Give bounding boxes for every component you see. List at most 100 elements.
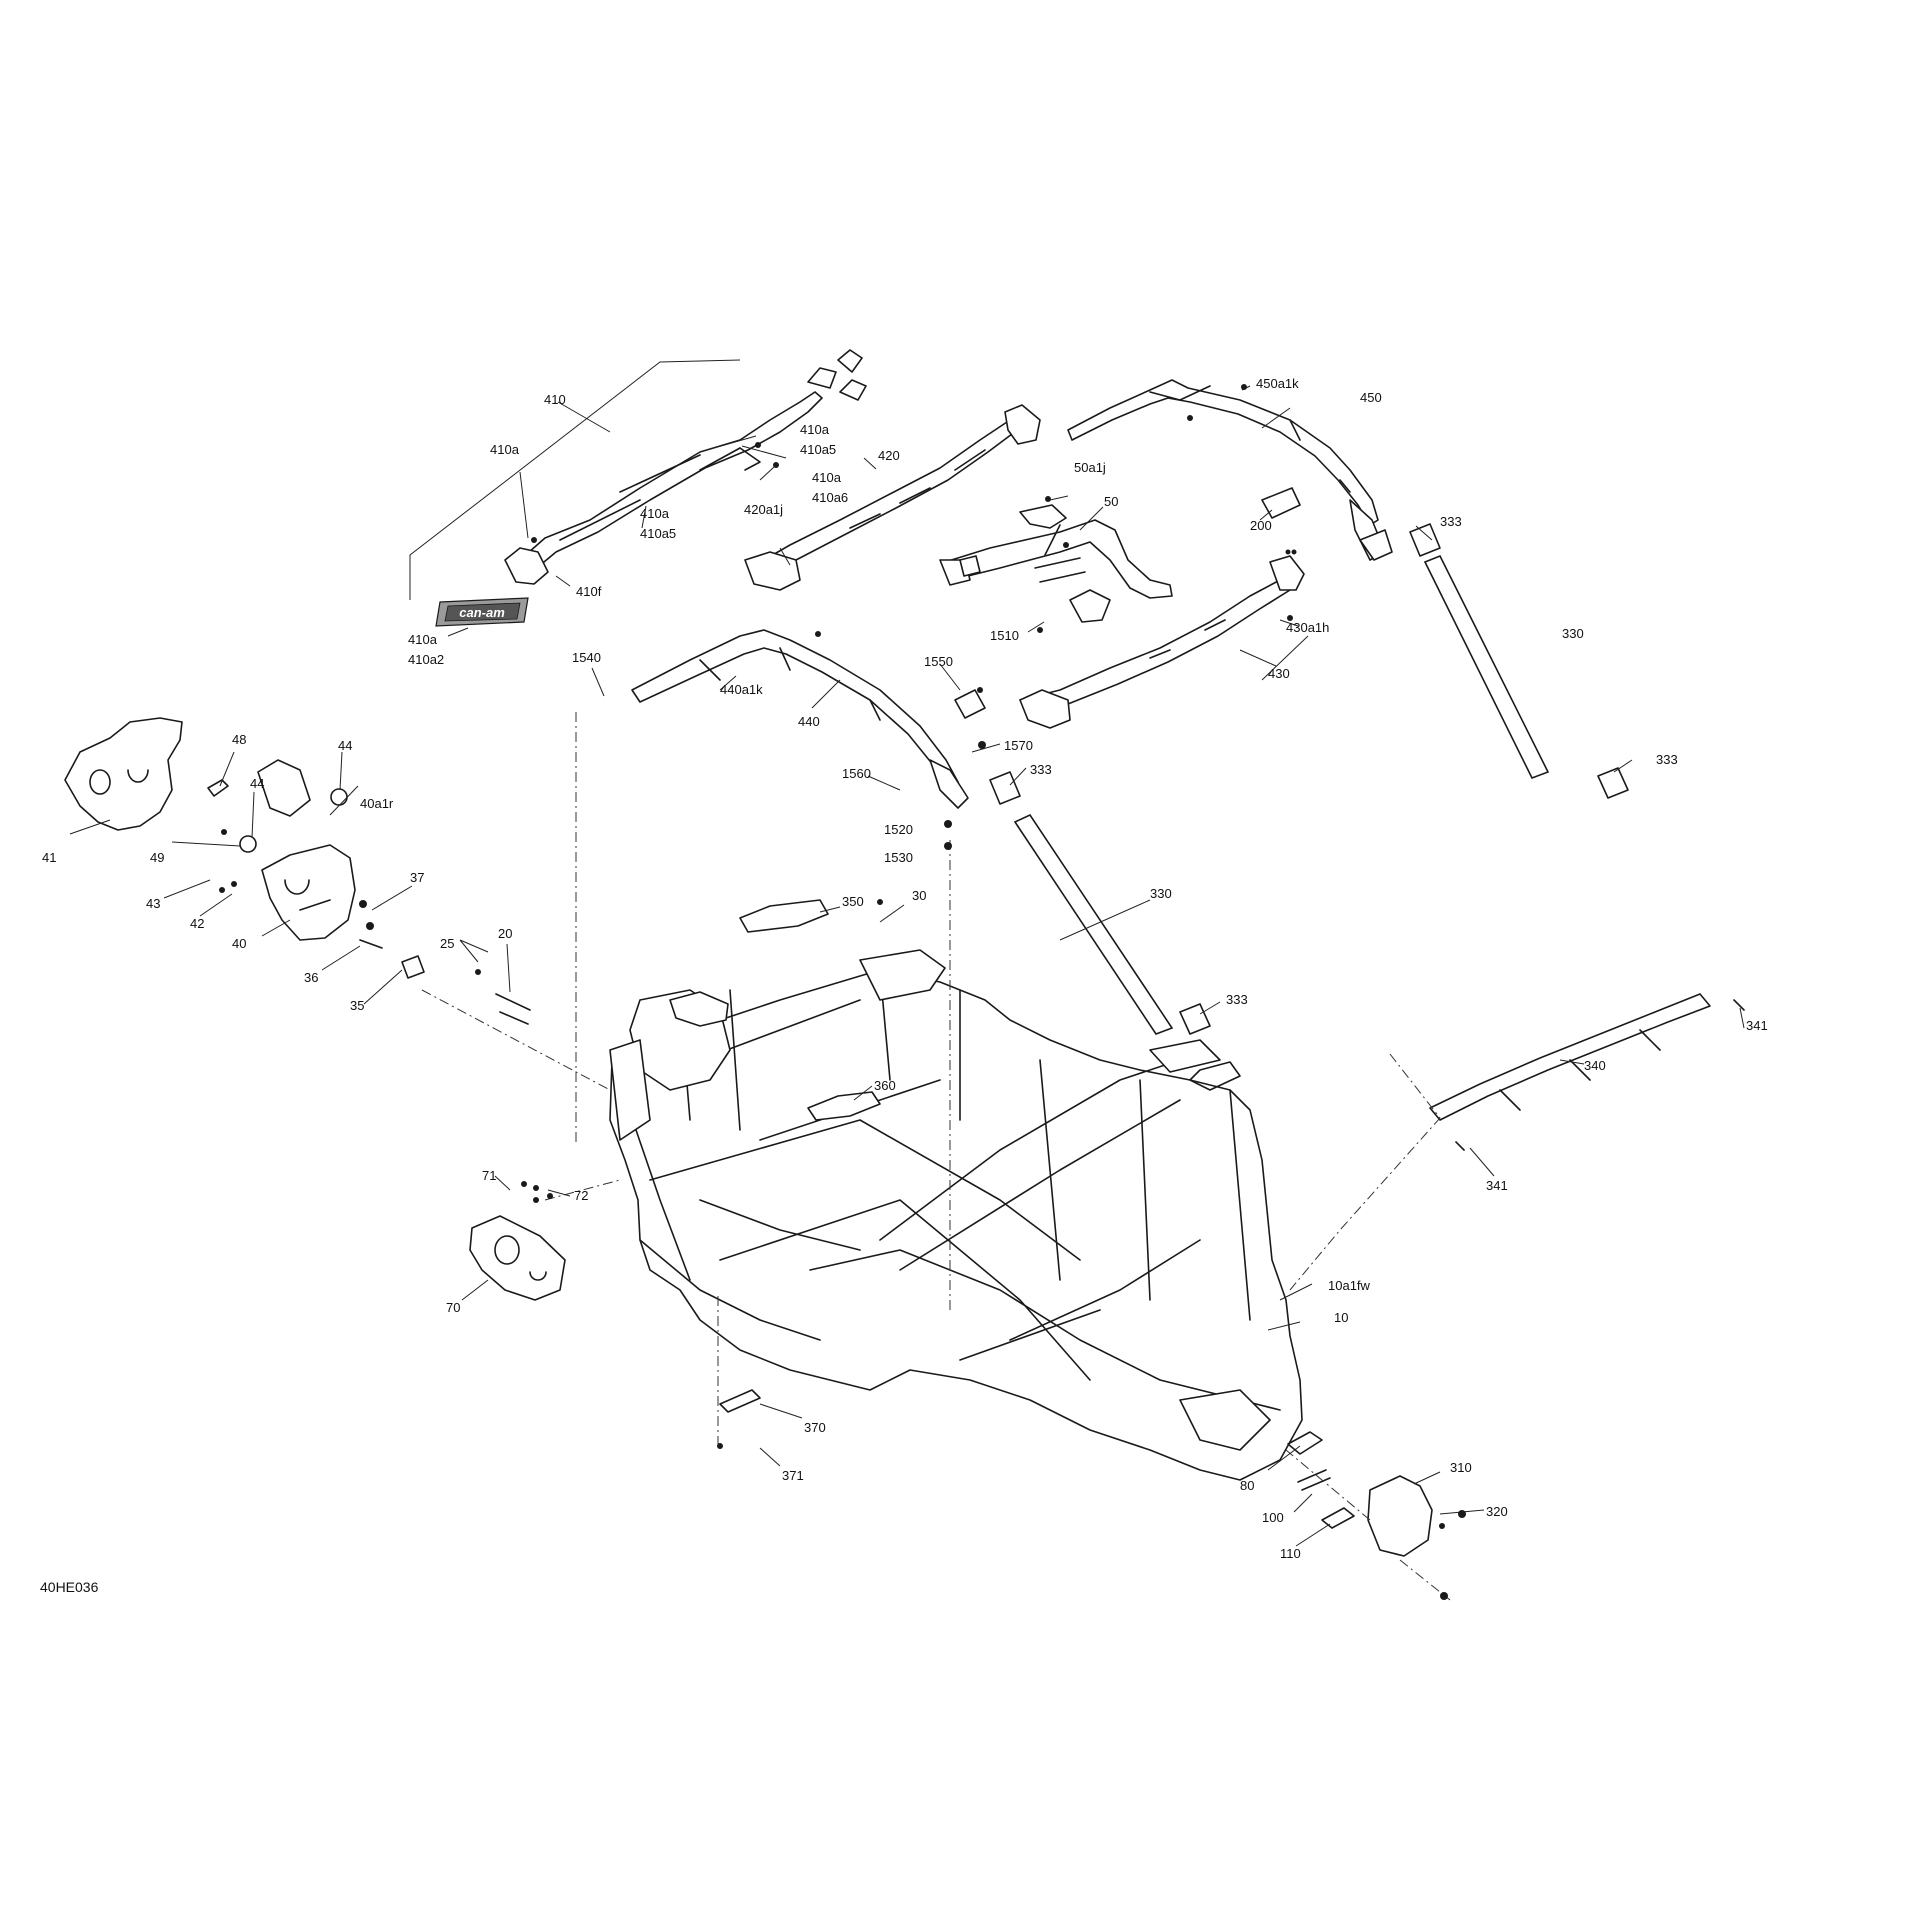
part-100-bracket: [1297, 1469, 1331, 1491]
callout-410a6: 410a6: [812, 490, 848, 505]
part-430-rear-cross-bar: [1019, 555, 1305, 729]
callout-350: 350: [842, 894, 864, 909]
callout-333-d: 333: [1226, 992, 1248, 1007]
part-341-bolt-b: [1455, 1141, 1465, 1151]
callout-labels: 410 410a 410a 410a5 410a 410a6 410a 410a…: [42, 376, 1768, 1561]
callout-200: 200: [1250, 518, 1272, 533]
part-10-main-frame: [609, 949, 1303, 1481]
callout-1570: 1570: [1004, 738, 1033, 753]
callout-40a1r: 40a1r: [360, 796, 394, 811]
callout-410a2: 410a2: [408, 652, 444, 667]
part-341-bolt-a: [1733, 999, 1745, 1011]
callout-410f: 410f: [576, 584, 602, 599]
callout-80: 80: [1240, 1478, 1254, 1493]
callout-410a-a5-2: 410a: [640, 506, 670, 521]
part-360-plate: [807, 1091, 881, 1121]
part-41-guard-plate: [64, 717, 183, 831]
callout-440: 440: [798, 714, 820, 729]
part-420-cross-bar: [744, 404, 1041, 591]
part-370-bracket: [719, 1389, 761, 1413]
callout-1560: 1560: [842, 766, 871, 781]
callout-310: 310: [1450, 1460, 1472, 1475]
callout-410a-a5-1: 410a: [800, 422, 830, 437]
callout-410a5-1: 410a5: [800, 442, 836, 457]
part-340-rear-bar: [1429, 993, 1711, 1121]
callout-330-a: 330: [1562, 626, 1584, 641]
callout-30: 30: [912, 888, 926, 903]
callout-341-b: 341: [1486, 1178, 1508, 1193]
part-350-plate: [739, 899, 829, 933]
callout-37: 37: [410, 870, 424, 885]
diagram-reference-code: 40HE036: [40, 1579, 99, 1595]
callout-71: 71: [482, 1168, 496, 1183]
callout-430a1h: 430a1h: [1286, 620, 1329, 635]
callout-341-a: 341: [1746, 1018, 1768, 1033]
callout-371: 371: [782, 1468, 804, 1483]
callout-430: 430: [1268, 666, 1290, 681]
callout-44-b: 44: [250, 776, 264, 791]
callout-330-b: 330: [1150, 886, 1172, 901]
part-35-block: [401, 955, 425, 979]
callout-100: 100: [1262, 1510, 1284, 1525]
callout-450: 450: [1360, 390, 1382, 405]
callout-36: 36: [304, 970, 318, 985]
callout-41: 41: [42, 850, 56, 865]
part-36-pin: [359, 939, 383, 949]
part-440-front-upper-hoop: [631, 555, 981, 809]
callout-370: 370: [804, 1420, 826, 1435]
part-20-bracket: [495, 993, 531, 1025]
part-410-front-upper-bar: [504, 349, 867, 585]
callout-43: 43: [146, 896, 160, 911]
callout-72: 72: [574, 1188, 588, 1203]
part-333-clamp-a: [1409, 523, 1441, 557]
part-44-cap-a: [330, 788, 348, 806]
callout-333-a: 333: [1440, 514, 1462, 529]
part-80-bracket: [1287, 1431, 1323, 1455]
callout-333-c: 333: [1656, 752, 1678, 767]
callout-1530: 1530: [884, 850, 913, 865]
callout-40: 40: [232, 936, 246, 951]
callout-410a-a2: 410a: [408, 632, 438, 647]
canam-decal: can-am: [435, 597, 529, 627]
part-333-clamp-d: [1179, 1003, 1211, 1035]
callout-1520: 1520: [884, 822, 913, 837]
callout-1510: 1510: [990, 628, 1019, 643]
callout-450a1k: 450a1k: [1256, 376, 1299, 391]
part-40-bracket: [257, 759, 356, 941]
part-450-rear-upper-hoop: [1067, 379, 1393, 561]
callout-49: 49: [150, 850, 164, 865]
callout-10: 10: [1334, 1310, 1348, 1325]
callout-42: 42: [190, 916, 204, 931]
canam-logo-text: can-am: [459, 605, 505, 620]
callout-20: 20: [498, 926, 512, 941]
part-333-clamp-c: [989, 771, 1021, 805]
callout-50a1j: 50a1j: [1074, 460, 1106, 475]
callout-44-a: 44: [338, 738, 352, 753]
callout-48: 48: [232, 732, 246, 747]
callout-35: 35: [350, 998, 364, 1013]
part-1550-pad: [954, 689, 986, 719]
callout-10a1fw: 10a1fw: [1328, 1278, 1371, 1293]
callout-410a5-2: 410a5: [640, 526, 676, 541]
callout-410a-a6: 410a: [812, 470, 842, 485]
callout-333-b: 333: [1030, 762, 1052, 777]
callout-70: 70: [446, 1300, 460, 1315]
callout-410: 410: [544, 392, 566, 407]
part-50-center-brace: [939, 504, 1173, 623]
part-110-bracket: [1321, 1507, 1355, 1529]
callout-25: 25: [440, 936, 454, 951]
callout-340: 340: [1584, 1058, 1606, 1073]
callout-1550: 1550: [924, 654, 953, 669]
callout-1540: 1540: [572, 650, 601, 665]
fastener-dots: [219, 384, 1466, 1600]
part-330-tube-upper: [1423, 554, 1550, 780]
part-48-u-bolt: [207, 779, 229, 797]
callout-320: 320: [1486, 1504, 1508, 1519]
part-333-clamp-b: [1597, 767, 1629, 799]
callout-420a1j: 420a1j: [744, 502, 783, 517]
callout-410a: 410a: [490, 442, 520, 457]
part-44-cap-b: [239, 835, 257, 853]
callout-50: 50: [1104, 494, 1118, 509]
callout-440a1k: 440a1k: [720, 682, 763, 697]
